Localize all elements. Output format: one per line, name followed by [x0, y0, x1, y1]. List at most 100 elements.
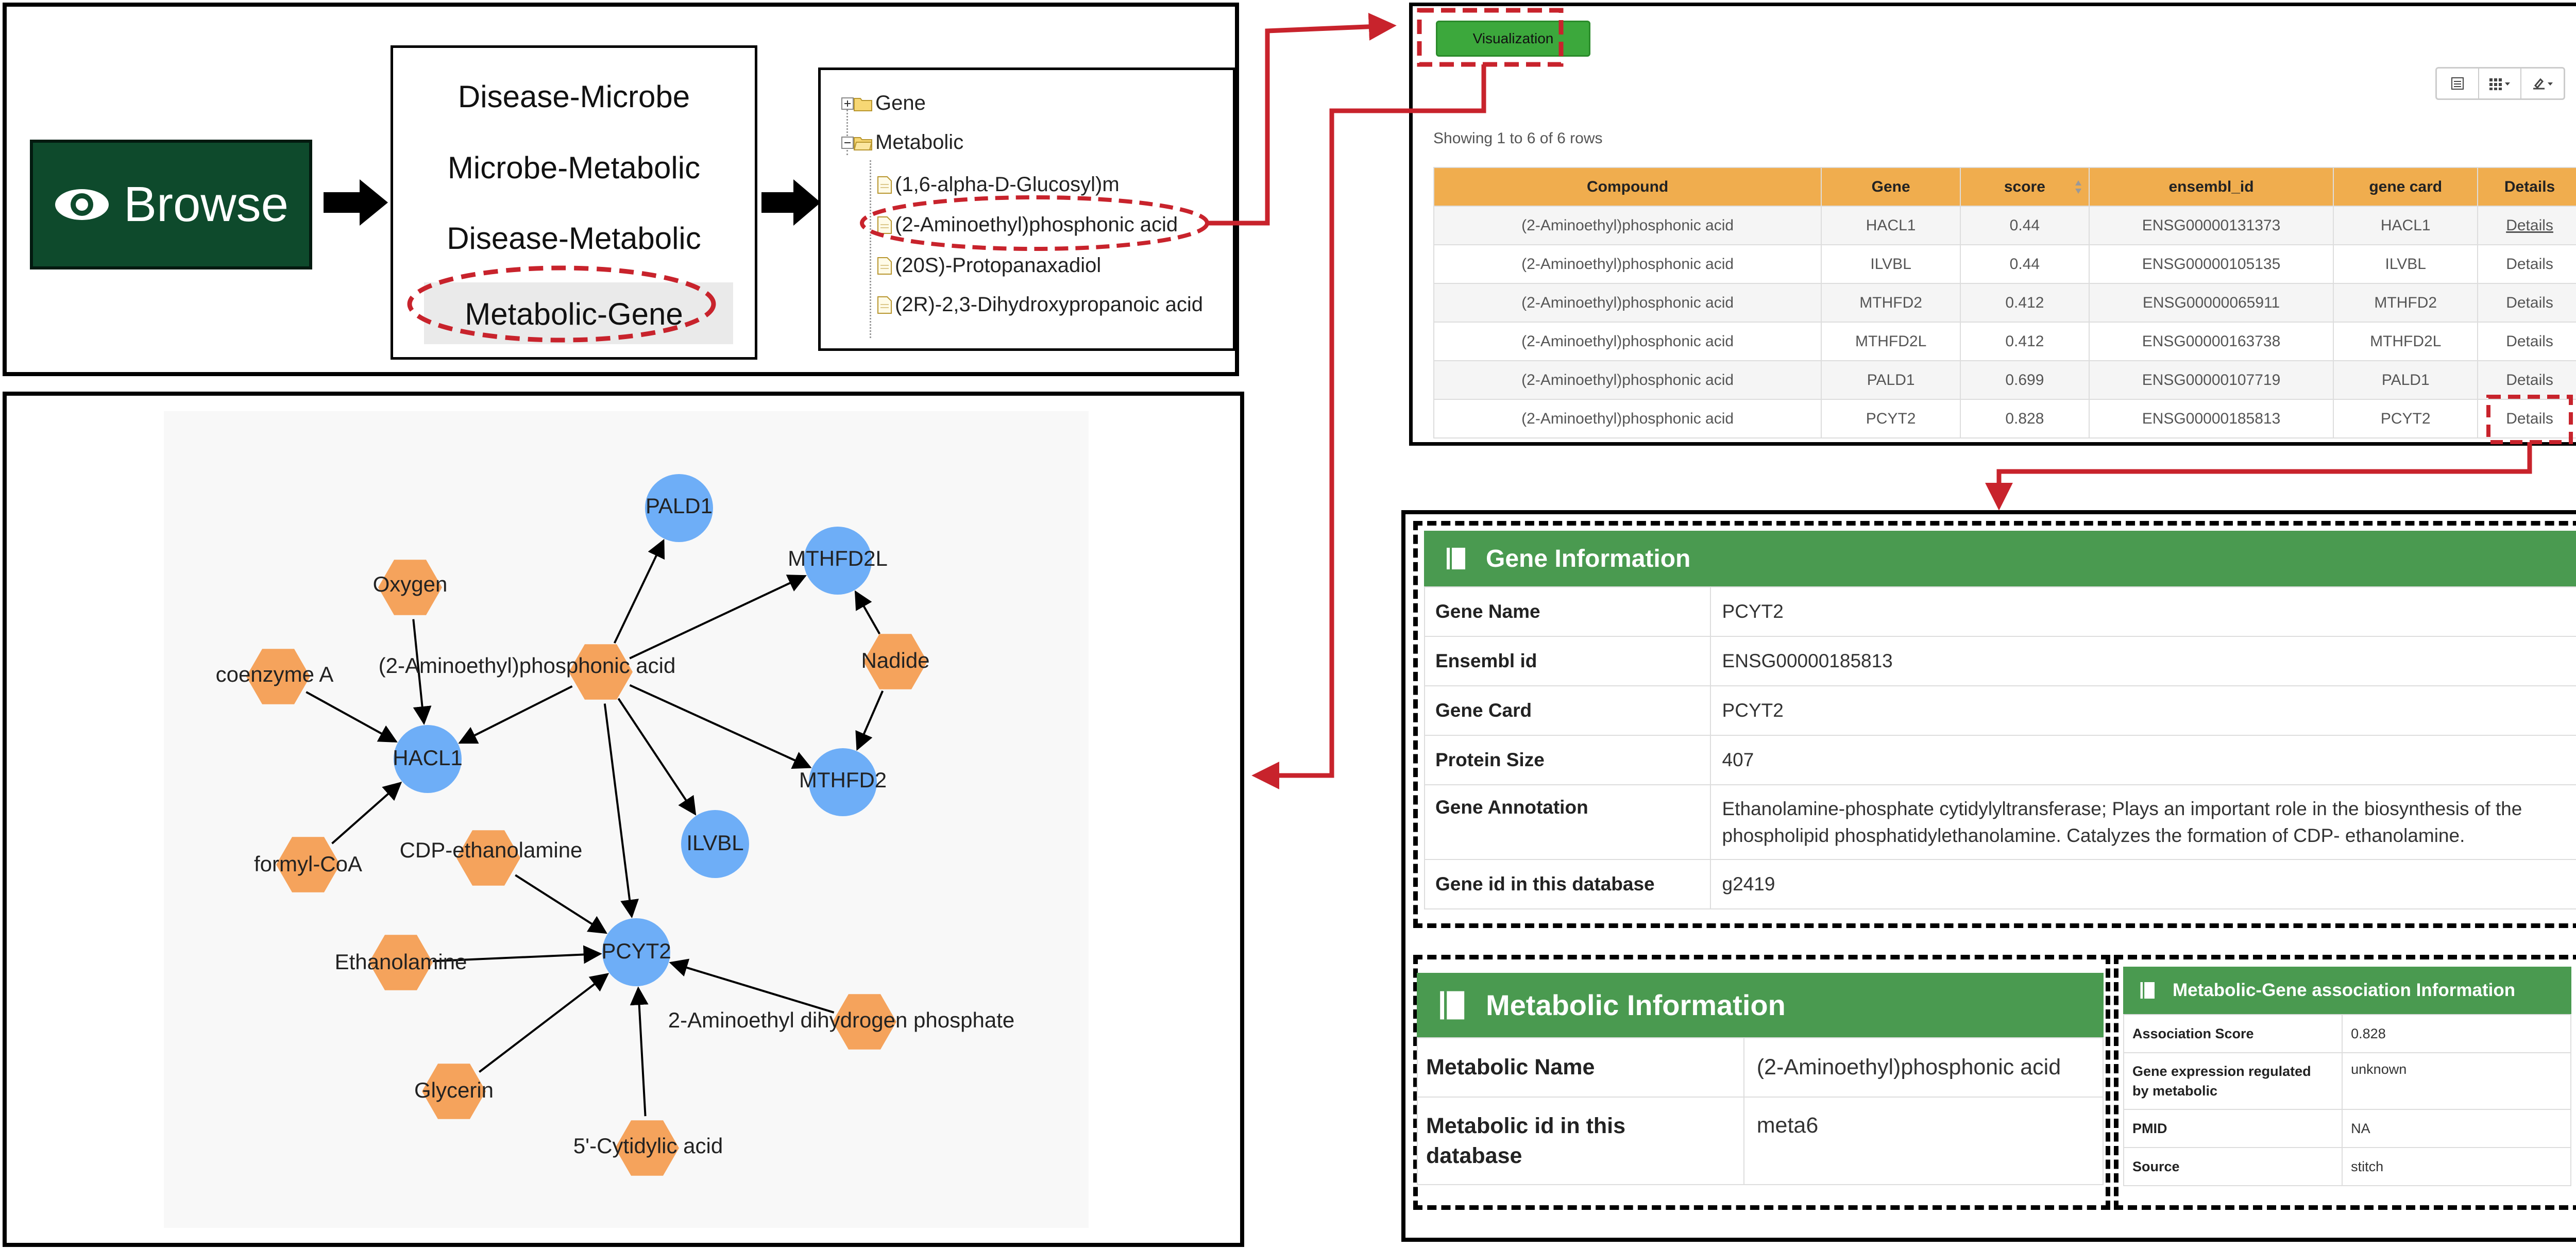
network-edge: [432, 945, 602, 964]
browse-button[interactable]: Browse: [30, 140, 312, 269]
sort-icon[interactable]: [2074, 179, 2082, 195]
gene-card-link[interactable]: HACL1: [2333, 206, 2479, 245]
metabolite-node-label: formyl-CoA: [254, 852, 362, 876]
gene-node-label: PCYT2: [601, 939, 671, 963]
gene-node-label: ILVBL: [686, 831, 743, 855]
tree-leaf[interactable]: (2R)-2,3-Dihydroxypropanoic acid: [877, 293, 1203, 316]
gene-node[interactable]: [394, 725, 462, 793]
tree-node-gene[interactable]: Gene: [841, 92, 926, 115]
metabolite-node[interactable]: [863, 634, 927, 689]
network-graph[interactable]: PALD1MTHFD2LHACL1MTHFD2ILVBLPCYT2Oxygen(…: [164, 411, 1089, 1228]
info-value: 407: [1709, 735, 2576, 785]
column-header-ensembl-id[interactable]: ensembl_id: [2088, 167, 2334, 207]
metabolite-node[interactable]: [276, 837, 340, 892]
tree-leaf[interactable]: (1,6-alpha-D-Glucosyl)m: [877, 173, 1120, 196]
info-key: Gene expression regulated by metabolic: [2123, 1052, 2343, 1110]
gene-node[interactable]: [804, 527, 872, 595]
association-info-section: [2114, 955, 2576, 1210]
network-edge: [306, 691, 398, 743]
cell-compound: (2-Aminoethyl)phosphonic acid: [1433, 244, 1822, 284]
column-header-gene[interactable]: Gene: [1821, 167, 1961, 207]
list-view-icon[interactable]: [2437, 69, 2479, 98]
column-header-score[interactable]: score: [1960, 167, 2090, 207]
info-value: ENSG00000185813: [1709, 636, 2576, 686]
info-key: PMID: [2123, 1109, 2343, 1148]
browse-button-label: Browse: [123, 177, 289, 232]
details-link[interactable]: Details: [2477, 283, 2576, 323]
menu-item-microbe-metabolic[interactable]: Microbe-Metabolic: [447, 150, 701, 185]
network-edge: [630, 986, 649, 1117]
ensembl-link[interactable]: ENSG00000105135: [2088, 244, 2334, 284]
metabolite-node[interactable]: [378, 560, 442, 615]
tree-leaf-selected[interactable]: (2-Aminoethyl)phosphonic acid: [877, 213, 1178, 237]
info-key: Metabolic Name: [1417, 1037, 1744, 1098]
metabolite-node[interactable]: [569, 644, 633, 700]
network-edge: [617, 698, 697, 816]
cell-score: 0.699: [1960, 360, 2090, 400]
gene-card-link[interactable]: PALD1: [2333, 360, 2479, 400]
metabolite-node[interactable]: [615, 1120, 679, 1176]
gene-card-link[interactable]: MTHFD2: [2333, 283, 2479, 323]
gene-node[interactable]: [602, 918, 670, 986]
folder-open-icon: [854, 137, 872, 150]
gene-node[interactable]: [645, 474, 713, 542]
info-key: Gene Annotation: [1424, 784, 1711, 860]
columns-dropdown-icon[interactable]: [2479, 69, 2521, 98]
tree-leaf[interactable]: (20S)-Protopanaxadiol: [877, 254, 1101, 277]
metabolite-node-label: 2-Aminoethyl dihydrogen phosphate: [668, 1008, 1014, 1032]
gene-card-link[interactable]: ILVBL: [2333, 244, 2479, 284]
results-table: Compound Gene score ensembl_id gene card…: [1433, 167, 2576, 439]
visualization-button[interactable]: Visualization: [1436, 21, 1590, 57]
details-link[interactable]: Details: [2477, 244, 2576, 284]
ensembl-link[interactable]: ENSG00000131373: [2088, 206, 2334, 245]
menu-item-disease-microbe[interactable]: Disease-Microbe: [457, 79, 690, 114]
network-edge: [855, 690, 884, 751]
book-icon: [1440, 991, 1465, 1019]
details-link[interactable]: Details: [2477, 360, 2576, 400]
ensembl-link[interactable]: ENSG00000185813: [2088, 399, 2334, 439]
metabolite-node-label: Nadide: [861, 648, 929, 672]
metabolite-node[interactable]: [369, 935, 433, 990]
gene-card-link[interactable]: PCYT2: [2333, 399, 2479, 439]
info-value: g2419: [1709, 859, 2576, 909]
details-link[interactable]: Details: [2477, 322, 2576, 361]
gene-node[interactable]: [809, 748, 877, 816]
menu-item-disease-metabolic[interactable]: Disease-Metabolic: [447, 221, 701, 256]
gene-card-link[interactable]: MTHFD2L: [2333, 322, 2479, 361]
document-icon: [877, 296, 892, 314]
cell-gene: MTHFD2: [1821, 283, 1961, 323]
column-header-compound[interactable]: Compound: [1433, 167, 1822, 207]
document-icon: [877, 176, 892, 194]
metabolite-node[interactable]: [246, 649, 310, 704]
collapse-minus-icon[interactable]: [841, 136, 854, 149]
metabolite-node[interactable]: [456, 830, 520, 886]
metabolite-node-label: Ethanolamine: [335, 950, 467, 974]
ensembl-link[interactable]: ENSG00000107719: [2088, 360, 2334, 400]
column-header-details[interactable]: Details: [2477, 167, 2576, 207]
network-edge: [613, 538, 665, 644]
column-header-gene-card[interactable]: gene card: [2333, 167, 2479, 207]
export-dropdown-icon[interactable]: [2521, 69, 2564, 98]
folder-icon: [854, 97, 872, 111]
document-icon: [877, 216, 892, 234]
metabolite-node[interactable]: [833, 994, 896, 1050]
tree-node-metabolic[interactable]: Metabolic: [841, 131, 963, 154]
metabolic-info-section: [1413, 955, 2110, 1210]
details-link[interactable]: Details: [2477, 399, 2576, 439]
network-edge: [629, 575, 807, 660]
metabolite-node[interactable]: [422, 1064, 486, 1119]
ensembl-link[interactable]: ENSG00000163738: [2088, 322, 2334, 361]
details-link[interactable]: Details: [2477, 206, 2576, 245]
ensembl-link[interactable]: ENSG00000065911: [2088, 283, 2334, 323]
tree-leaf-label: (20S)-Protopanaxadiol: [895, 254, 1101, 277]
menu-item-metabolic-gene[interactable]: Metabolic-Gene: [465, 297, 683, 331]
cell-compound: (2-Aminoethyl)phosphonic acid: [1433, 322, 1822, 361]
gene-node[interactable]: [681, 810, 749, 878]
book-icon: [1447, 548, 1465, 569]
expand-plus-icon[interactable]: [841, 97, 854, 110]
info-value: unknown: [2342, 1052, 2571, 1110]
